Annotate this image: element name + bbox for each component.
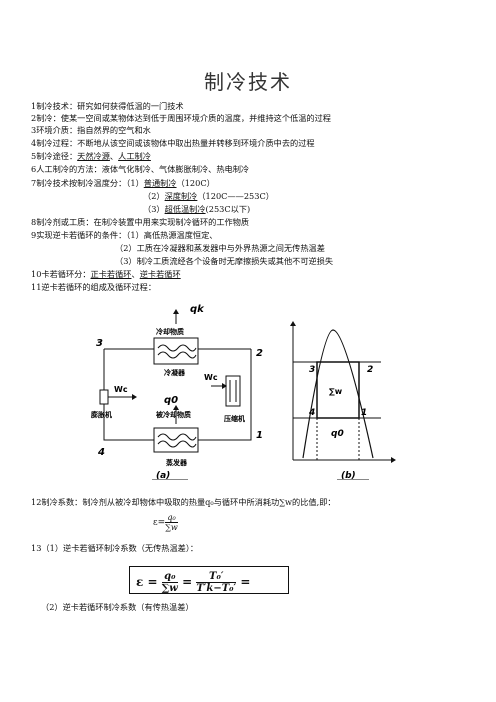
point-4: 4 xyxy=(97,447,105,458)
formula-cop-carnot: ε = q₀∑w = T₀′T′k−T₀′ = xyxy=(129,566,289,594)
label-q0: q0 xyxy=(164,395,178,406)
text-line-14: （2）逆卡若循环制冷系数（有传热温差） xyxy=(41,602,194,612)
equals: = xyxy=(147,575,158,589)
label-wc-right: Wc xyxy=(204,373,218,382)
denominator: ∑w xyxy=(165,523,178,532)
point-1: 1 xyxy=(361,408,367,418)
label-evaporator: 蒸发器 xyxy=(166,458,188,467)
text-line-9b: （2）工质在冷凝器和蒸发器中与外界热源之间无传热温差 xyxy=(115,243,325,253)
label-expander: 膨胀机 xyxy=(90,410,112,419)
label-cooled-substance: 被冷却物质 xyxy=(156,410,191,419)
page-title: 制冷技术 xyxy=(204,70,292,94)
point-2: 2 xyxy=(367,365,373,375)
term-ultralow-cooling: 超低温制冷 xyxy=(164,204,206,214)
point-3: 3 xyxy=(96,338,103,349)
text-line-9: 9实现逆卡若循环的条件：（1）高低热源温度恒定、 xyxy=(31,230,218,240)
numerator-1: q₀ xyxy=(161,571,178,583)
equals: = xyxy=(240,575,251,589)
denominator-1: ∑w xyxy=(161,583,178,594)
text-line-5: 5制冷途径：天然冷源、人工制冷 xyxy=(31,151,151,161)
equals: = xyxy=(182,575,193,589)
term-forward-carnot: 正卡若循环 xyxy=(90,269,132,279)
diagram-b: 3 2 4 1 ∑w q0 (b) xyxy=(290,321,396,480)
text-line-7-label: 7制冷技术按制冷温度分：（1） xyxy=(31,178,144,188)
text-line-7: 7制冷技术按制冷温度分：（1）普通制冷（120C） xyxy=(31,178,215,188)
term-reverse-carnot: 逆卡若循环 xyxy=(139,269,181,279)
text-line-10: 10卡若循环分：正卡若循环、逆卡若循环 xyxy=(31,269,181,279)
point-1: 1 xyxy=(256,430,263,441)
term-artificial-cooling: 人工制冷 xyxy=(118,151,151,161)
term-normal-range: （120C） xyxy=(176,178,215,188)
label-wc-left: Wc xyxy=(114,385,128,394)
text-line-7c: （3）超低温制冷(253C以下) xyxy=(143,204,250,214)
formula-cop-basic: ε=q₀∑w xyxy=(153,513,178,532)
text-line-4: 4制冷过程：不断地从该空间或该物体中取出热量并转移到环境介质中去的过程 xyxy=(31,138,315,148)
formula-lhs: ε xyxy=(136,575,144,589)
text-line-10-label: 10卡若循环分： xyxy=(31,269,91,279)
term-ultralow-range: (253C以下) xyxy=(205,204,251,214)
term-deep-cooling: 深度制冷 xyxy=(164,191,198,201)
numerator-2: T₀′ xyxy=(196,571,237,583)
label-qk: qk xyxy=(190,304,205,315)
point-3: 3 xyxy=(309,365,315,375)
text-line-11: 11逆卡若循环的组成及循环过程： xyxy=(31,282,157,292)
label-condenser: 冷凝器 xyxy=(164,368,186,377)
fraction-1: q₀∑w xyxy=(161,571,178,594)
sep: 、 xyxy=(109,151,119,161)
text-line-6: 6人工制冷的方法：液体气化制冷、气体膨胀制冷、热电制冷 xyxy=(31,164,250,174)
diagram-a: qk 冷却物质 冷凝器 3 2 4 1 Wc 膨胀机 Wc 压缩机 q0 被冷却… xyxy=(90,304,263,480)
text-line-1: 1制冷技术：研究如何获得低温的一门技术 xyxy=(31,101,184,111)
text-line-9c: （3）制冷工质流经各个设备时无摩擦损失或其他不可逆损失 xyxy=(115,256,334,266)
term-natural-cold: 天然冷源 xyxy=(77,151,110,161)
fraction: q₀∑w xyxy=(165,513,178,532)
text-line-13: 13（1）逆卡若循环制冷系数（无传热温差）： xyxy=(31,543,199,553)
text-line-12: 12制冷系数：制冷剂从被冷却物体中吸取的热量q₀与循环中所消耗功∑w的比值,即： xyxy=(31,497,336,507)
label-compressor: 压缩机 xyxy=(224,414,245,423)
item-label: （3） xyxy=(143,204,165,214)
label-coolant: 冷却物质 xyxy=(156,327,184,336)
caption-b: (b) xyxy=(341,471,356,480)
label-sum-w: ∑w xyxy=(329,387,343,396)
point-4: 4 xyxy=(308,408,315,418)
text-line-8: 8制冷剂或工质：在制冷装置中用来实现制冷循环的工作物质 xyxy=(31,217,250,227)
text-line-2: 2制冷：使某一空间或某物体达到低于周围环境介质的温度，并维持这个低温的过程 xyxy=(31,113,331,123)
caption-a: (a) xyxy=(156,471,170,480)
denominator-2: T′k−T₀′ xyxy=(196,583,237,594)
text-line-3: 3环境介质：指自然界的空气和水 xyxy=(31,125,151,135)
sep: 、 xyxy=(131,269,140,279)
fraction-2: T₀′T′k−T₀′ xyxy=(196,571,237,594)
text-line-7b: （2）深度制冷（120C——253C） xyxy=(143,191,274,201)
label-q0: q0 xyxy=(331,429,344,439)
formula-lhs: ε= xyxy=(153,518,166,528)
item-label: （2） xyxy=(143,191,165,201)
term-deep-range: （120C——253C） xyxy=(197,191,274,201)
term-normal-cooling: 普通制冷 xyxy=(143,178,177,188)
text-line-5-label: 5制冷途径： xyxy=(31,151,78,161)
point-2: 2 xyxy=(256,348,263,359)
numerator: q₀ xyxy=(165,513,178,523)
